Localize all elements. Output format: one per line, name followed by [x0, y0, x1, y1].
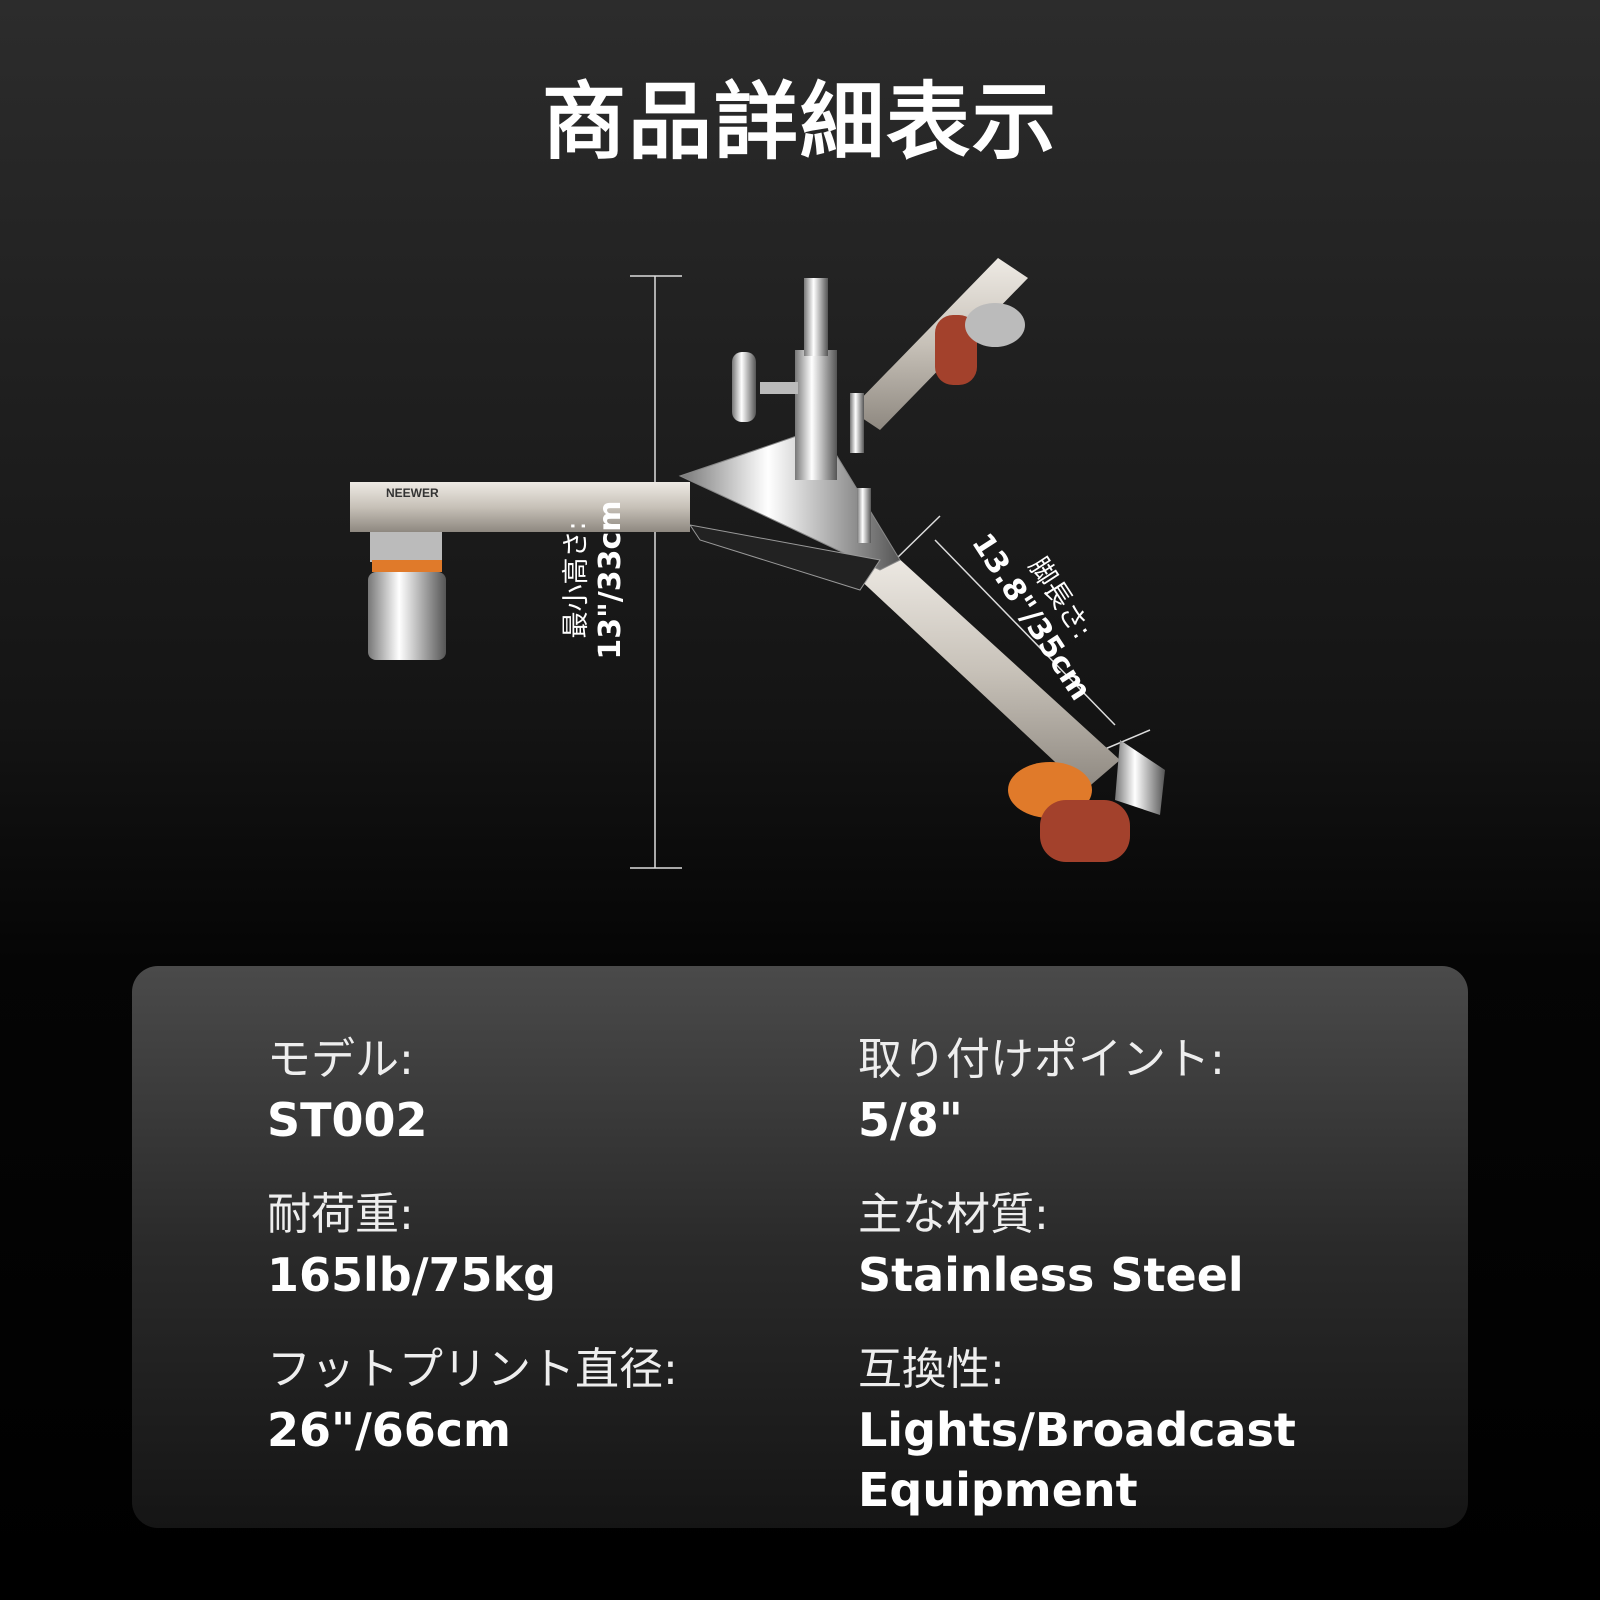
pin — [857, 488, 871, 543]
min-height-label: 最小高さ: — [561, 521, 592, 639]
spec-value: 5/8" — [858, 1093, 963, 1147]
caster-wheel — [935, 303, 1025, 385]
spec-label: 互換性: — [858, 1344, 1005, 1395]
height-dimension-line — [630, 275, 682, 869]
spec-value: Stainless Steel — [858, 1248, 1244, 1302]
spec-value: 26"/66cm — [267, 1403, 511, 1457]
spec-model: モデル: ST002 — [267, 1030, 827, 1150]
spec-label: 耐荷重: — [267, 1189, 414, 1240]
brand-logo: NEEWER — [386, 486, 439, 500]
caster-wheel — [1008, 740, 1165, 862]
center-post — [795, 350, 837, 480]
spec-label: フットプリント直径: — [267, 1344, 678, 1395]
spec-footprint: フットプリント直径: 26"/66cm — [267, 1340, 827, 1460]
min-height-value: 13"/33cm — [593, 500, 628, 660]
rolling-stand-image: NEEWER — [350, 258, 1165, 869]
base-plate — [678, 427, 901, 571]
spec-material: 主な材質: Stainless Steel — [858, 1185, 1418, 1305]
spec-label: モデル: — [267, 1034, 414, 1085]
min-height-annotation: 最小高さ: 13"/33cm — [560, 500, 628, 659]
spec-compatibility: 互換性: Lights/Broadcast Equipment — [858, 1340, 1296, 1520]
page-title: 商品詳細表示 — [541, 73, 1058, 171]
tightening-knob — [732, 352, 798, 422]
spec-mount: 取り付けポイント: 5/8" — [858, 1030, 1418, 1150]
spec-value: 165lb/75kg — [267, 1248, 557, 1302]
spec-load: 耐荷重: 165lb/75kg — [267, 1185, 827, 1305]
spec-panel — [132, 966, 1468, 1528]
spec-label: 主な材質: — [858, 1189, 1049, 1240]
spec-value: ST002 — [267, 1093, 428, 1147]
spec-label: 取り付けポイント: — [858, 1034, 1225, 1085]
caster-wheel — [368, 532, 446, 660]
stand-leg — [350, 482, 690, 532]
pin — [850, 393, 864, 453]
spec-value: Lights/Broadcast Equipment — [858, 1403, 1296, 1517]
stand-leg — [855, 555, 1120, 790]
spigot — [804, 278, 828, 356]
